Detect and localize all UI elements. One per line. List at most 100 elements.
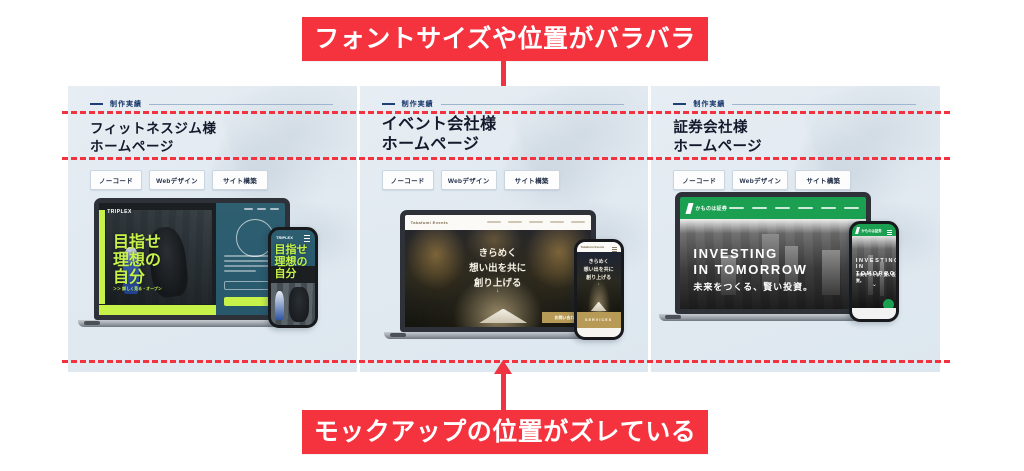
hero-photo (106, 209, 212, 304)
alignment-guide-middle (62, 157, 950, 160)
card-tag-list: ノーコード Webデザイン サイト構築 (90, 170, 268, 190)
arrow-head (494, 360, 512, 374)
laptop-base (78, 320, 306, 327)
accent-bar-bottom (99, 304, 217, 315)
laptop-mockup: TRIPLEX 目指せ 理想の 自分 ＞＞ 詳しく見る・オープン (78, 198, 306, 327)
cta-button[interactable]: お問い合わせ (542, 312, 591, 324)
punching-bag (122, 247, 139, 295)
eyebrow-rule (440, 103, 625, 105)
hero-headline: 目指せ 理想の 自分 (113, 234, 162, 286)
nav-links[interactable] (486, 221, 585, 224)
chat-button-icon[interactable] (883, 299, 895, 311)
laptop-screen: Takafumi Events (404, 215, 591, 327)
nav-links (244, 207, 279, 210)
phone-site-logo: TRIPLEX (276, 235, 293, 240)
phone-screen: かものは証券 INVESTING IN TOMORROW 未来をつくる、賢い投資… (852, 224, 900, 319)
cta-button[interactable] (224, 297, 277, 307)
eyebrow-label: 制作実績 (110, 101, 142, 108)
phone-scroll-chevron-icon: ⌄ (871, 281, 877, 288)
hero-photo: INVESTING IN TOMORROW 未来をつくる、賢い投資。 (680, 219, 867, 309)
tent-graphic (479, 308, 528, 324)
card-tag[interactable]: Webデザイン (732, 170, 789, 190)
arrow-shaft (501, 61, 506, 105)
phone-site-logo: かものは証券 (855, 226, 882, 234)
card-tag-list: ノーコード Webデザイン サイト構築 (673, 170, 852, 190)
eyebrow-label: 制作実績 (401, 101, 434, 108)
alignment-guide-top (62, 111, 950, 114)
hero-subtext: ＞＞ 詳しく見る・オープン (113, 285, 162, 291)
eyebrow-rule (149, 103, 333, 105)
eyebrow-rule (732, 103, 917, 105)
hamburger-menu-icon[interactable] (611, 246, 617, 248)
site-logo: TRIPLEX (107, 208, 132, 215)
annotation-banner-top: フォントサイズや位置がバラバラ (302, 17, 708, 61)
phone-hero-headline: 目指せ 理想の 自分 (274, 244, 308, 280)
card-tag[interactable]: Webデザイン (149, 170, 205, 190)
card-eyebrow: 制作実績 (90, 99, 333, 109)
site-logo-text: かものは証券 (695, 205, 728, 212)
hero-headline: きらめく 想い出を共に 創り上げる (469, 248, 527, 289)
eyebrow-dash-icon (381, 103, 395, 105)
laptop-mockup: かものは証券 (659, 192, 888, 321)
hero-scroll-arrow-icon: ↓ (496, 288, 500, 295)
laptop-screen: TRIPLEX 目指せ 理想の 自分 ＞＞ 詳しく見る・オープン (99, 203, 285, 315)
card-tag[interactable]: ノーコード (90, 170, 142, 190)
alignment-guide-bottom (62, 360, 950, 363)
card-title: イベント会社様 ホームページ (381, 116, 497, 154)
card-tag[interactable]: サイト構築 (795, 170, 852, 190)
laptop-screen: かものは証券 (680, 197, 867, 309)
phone-hero-photo (271, 283, 315, 325)
card-title: 証券会社様 ホームページ (673, 120, 763, 155)
phone-hero-headline: きらめく 想い出を共に 創り上げる (583, 259, 614, 282)
brand-mark-icon (855, 226, 861, 234)
nav-links[interactable] (729, 207, 860, 210)
phone-site-logo: Takafumi Events (580, 245, 605, 250)
card-tag[interactable]: ノーコード (381, 170, 434, 190)
phone-hero-subtext: 未来をつくる、賢い投資。 (855, 271, 896, 283)
card-tag[interactable]: サイト構築 (503, 170, 560, 190)
smartphone-mockup: かものは証券 INVESTING IN TOMORROW 未来をつくる、賢い投資… (849, 221, 900, 322)
work-card-fitness[interactable]: 制作実績 フィットネスジム様 ホームページ ノーコード Webデザイン サイト構… (68, 86, 357, 372)
site-logo: Takafumi Events (410, 219, 449, 225)
site-navbar (99, 203, 285, 214)
hero-headline: INVESTING IN TOMORROW (693, 246, 808, 277)
laptop-mockup: Takafumi Events (383, 210, 612, 339)
phone-screen: TRIPLEX 目指せ 理想の 自分 (271, 230, 315, 325)
phone-hero-photo: きらめく 想い出を共に 創り上げる ↓ (576, 252, 621, 313)
works-card-strip: 制作実績 フィットネスジム様 ホームページ ノーコード Webデザイン サイト構… (68, 86, 941, 372)
card-tag[interactable]: Webデザイン (440, 170, 497, 190)
annotation-banner-bottom: モックアップの位置がズレている (302, 410, 708, 454)
work-card-securities[interactable]: 制作実績 証券会社様 ホームページ ノーコード Webデザイン サイト構築 (651, 86, 941, 372)
phone-scroll-arrow-icon: ↓ (597, 281, 600, 287)
eyebrow-dash-icon (90, 103, 103, 105)
phone-section-label: SERVICES (585, 317, 613, 322)
phone-hero-headline: INVESTING IN TOMORROW (855, 257, 900, 277)
phone-hero-photo: INVESTING IN TOMORROW 未来をつくる、賢い投資。 ⌄ (852, 236, 900, 308)
hero-subtext: 未来をつくる、賢い投資。 (693, 282, 814, 293)
site-logo: かものは証券 (685, 202, 728, 214)
arrow-shaft (501, 374, 506, 412)
card-eyebrow: 制作実績 (673, 99, 917, 109)
smartphone-mockup: Takafumi Events きらめく 想い出を共に 創り上げる ↓ SERV… (573, 239, 624, 340)
paragraph-placeholder (224, 254, 276, 275)
hamburger-menu-icon[interactable] (887, 229, 893, 231)
site-navbar: かものは証券 (680, 197, 867, 220)
laptop-base (659, 314, 888, 321)
card-title: フィットネスジム様 ホームページ (90, 121, 217, 155)
card-tag[interactable]: サイト構築 (212, 170, 268, 190)
card-tag-list: ノーコード Webデザイン サイト構築 (381, 170, 560, 190)
laptop-base (383, 332, 612, 339)
accent-bar-left (99, 209, 105, 304)
smartphone-mockup: TRIPLEX 目指せ 理想の 自分 (268, 227, 318, 328)
cta-label: お問い合わせ (554, 314, 579, 320)
eyebrow-dash-icon (673, 103, 687, 105)
site-navbar: Takafumi Events (404, 215, 591, 230)
phone-screen: Takafumi Events きらめく 想い出を共に 創り上げる ↓ SERV… (576, 242, 621, 337)
hero-photo-panel: TRIPLEX 目指せ 理想の 自分 ＞＞ 詳しく見る・オープン (99, 203, 217, 315)
card-eyebrow: 制作実績 (381, 99, 625, 109)
hamburger-menu-icon[interactable] (304, 235, 310, 236)
card-tag[interactable]: ノーコード (673, 170, 726, 190)
work-card-event[interactable]: 制作実績 イベント会社様 ホームページ ノーコード Webデザイン サイト構築 (359, 86, 649, 372)
hero-photo: きらめく 想い出を共に 創り上げる ↓ お問い合わせ (404, 229, 591, 327)
